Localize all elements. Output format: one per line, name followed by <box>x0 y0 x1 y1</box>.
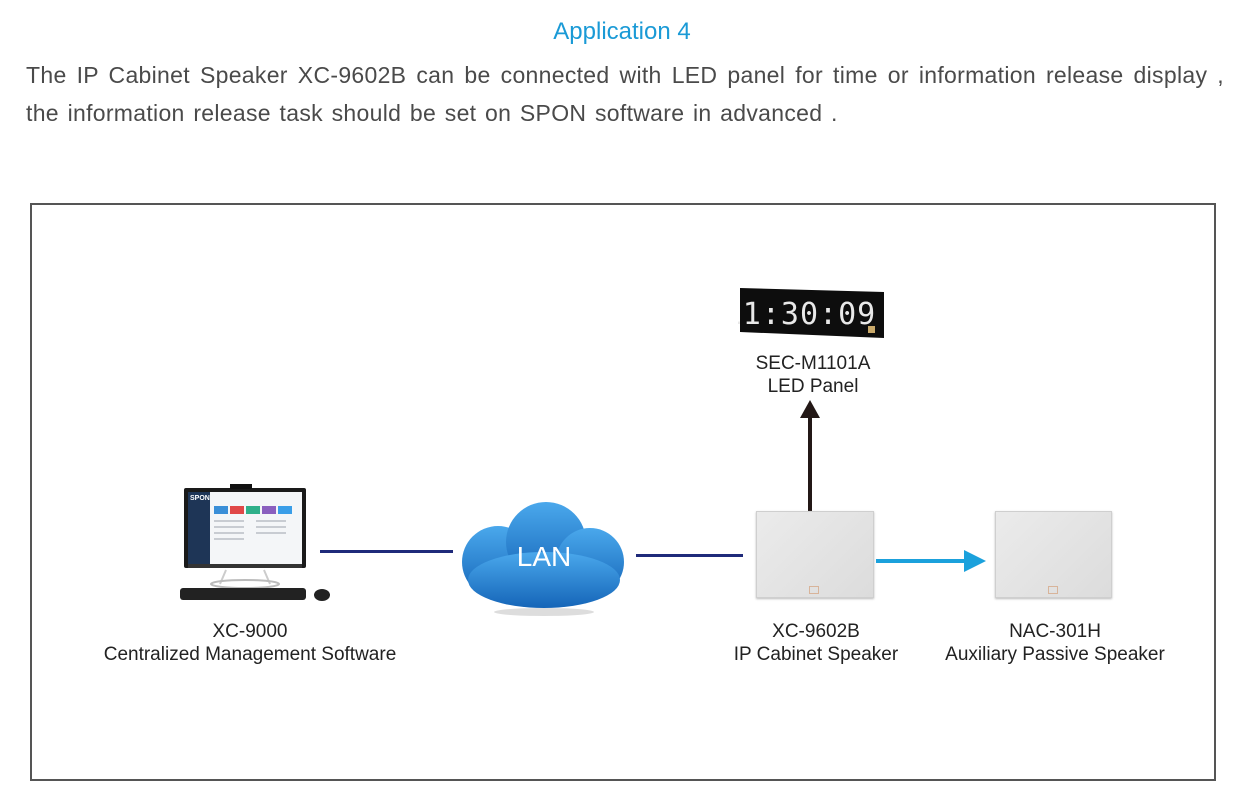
network-line <box>320 550 453 553</box>
ip-speaker-label: XC-9602B IP Cabinet Speaker <box>716 620 916 666</box>
speaker-logo-icon <box>809 586 819 594</box>
software-name: Centralized Management Software <box>103 644 397 665</box>
spon-logo: SPON <box>190 495 210 502</box>
description-text: The IP Cabinet Speaker XC-9602B can be c… <box>26 62 1224 126</box>
led-panel-icon: 11:30:09 <box>738 288 884 338</box>
aux-passive-speaker-icon <box>995 511 1112 598</box>
led-time-display: 11:30:09 <box>738 297 876 332</box>
software-model: XC-9000 <box>212 621 288 642</box>
lan-label: LAN <box>517 541 571 572</box>
speaker-logo-icon <box>1048 586 1058 594</box>
ip-cabinet-speaker-icon <box>756 511 874 598</box>
lan-cloud-icon: LAN <box>462 502 624 616</box>
arrow-to-aux-speaker <box>876 550 986 572</box>
diagram-frame <box>30 203 1216 781</box>
aux-speaker-name: Auxiliary Passive Speaker <box>945 644 1165 665</box>
software-label: XC-9000 Centralized Management Software <box>60 620 440 666</box>
page-title: Application 4 <box>553 18 691 45</box>
ip-speaker-name: IP Cabinet Speaker <box>733 644 899 665</box>
led-panel-name: LED Panel <box>767 376 859 397</box>
computer-icon: SPON <box>180 484 330 601</box>
led-panel-model: SEC-M1101A <box>755 353 871 374</box>
ip-speaker-model: XC-9602B <box>772 621 860 642</box>
aux-speaker-label: NAC-301H Auxiliary Passive Speaker <box>920 620 1190 666</box>
aux-speaker-model: NAC-301H <box>1009 621 1101 642</box>
led-panel-label: SEC-M1101A LED Panel <box>700 352 926 398</box>
network-line <box>636 554 743 557</box>
arrow-to-led-panel <box>800 400 820 512</box>
